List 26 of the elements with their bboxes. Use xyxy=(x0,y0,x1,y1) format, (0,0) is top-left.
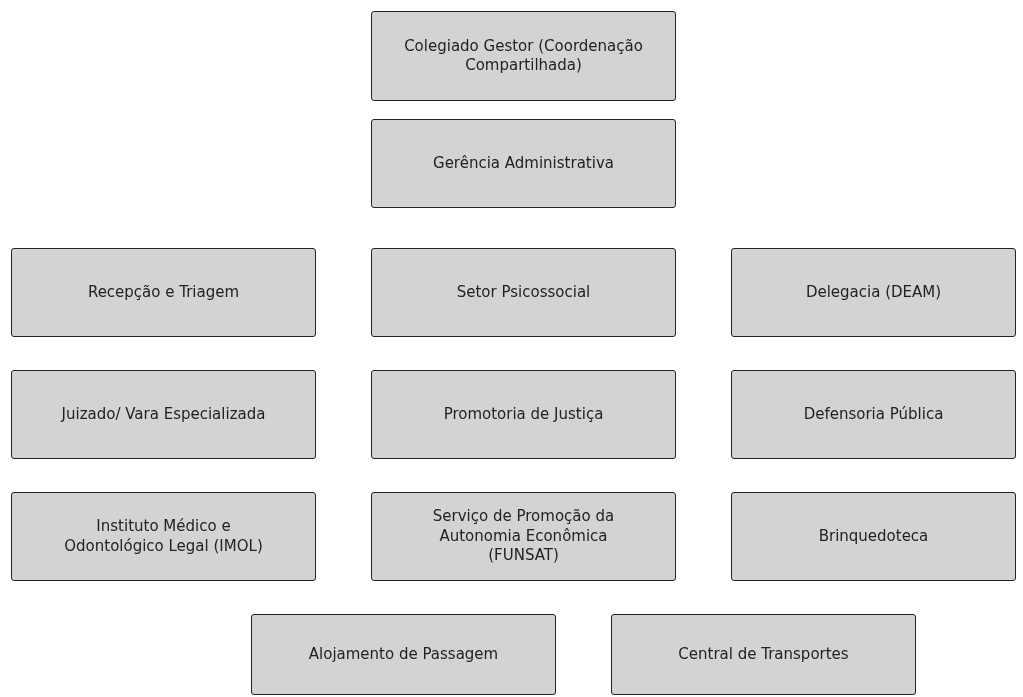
process-box xyxy=(731,492,1016,581)
box-label: Defensoria Pública xyxy=(803,404,944,425)
box-label: Colegiado Gestor (Coordenação Compartilhada) xyxy=(403,36,644,76)
box-label: Recepção e Triagem xyxy=(87,282,240,303)
process-box xyxy=(731,370,1016,459)
box-label: Juizado/ Vara Especializada xyxy=(61,404,266,425)
process-box xyxy=(11,370,316,459)
process-box xyxy=(251,614,556,695)
process-box xyxy=(611,614,916,695)
box-label: Setor Psicossocial xyxy=(456,282,591,303)
box-label: Instituto Médico e Odontológico Legal (IMOL) xyxy=(63,517,264,556)
process-box xyxy=(371,248,676,337)
process-box xyxy=(371,492,676,581)
process-box xyxy=(11,492,316,581)
process-box xyxy=(371,119,676,208)
box-label: Serviço de Promoção da Autonomia Econômica (FUNSAT) xyxy=(431,507,616,566)
process-box xyxy=(371,11,676,101)
box-label: Delegacia (DEAM) xyxy=(805,282,942,303)
box-label: Alojamento de Passagem xyxy=(308,644,499,665)
box-label: Gerência Administrativa xyxy=(433,153,614,174)
process-box xyxy=(11,248,316,337)
box-label: Central de Transportes xyxy=(678,644,849,665)
box-label: Brinquedoteca xyxy=(818,526,929,547)
process-box xyxy=(371,370,676,459)
box-label: Promotoria de Justiça xyxy=(443,404,604,425)
process-box xyxy=(731,248,1016,337)
